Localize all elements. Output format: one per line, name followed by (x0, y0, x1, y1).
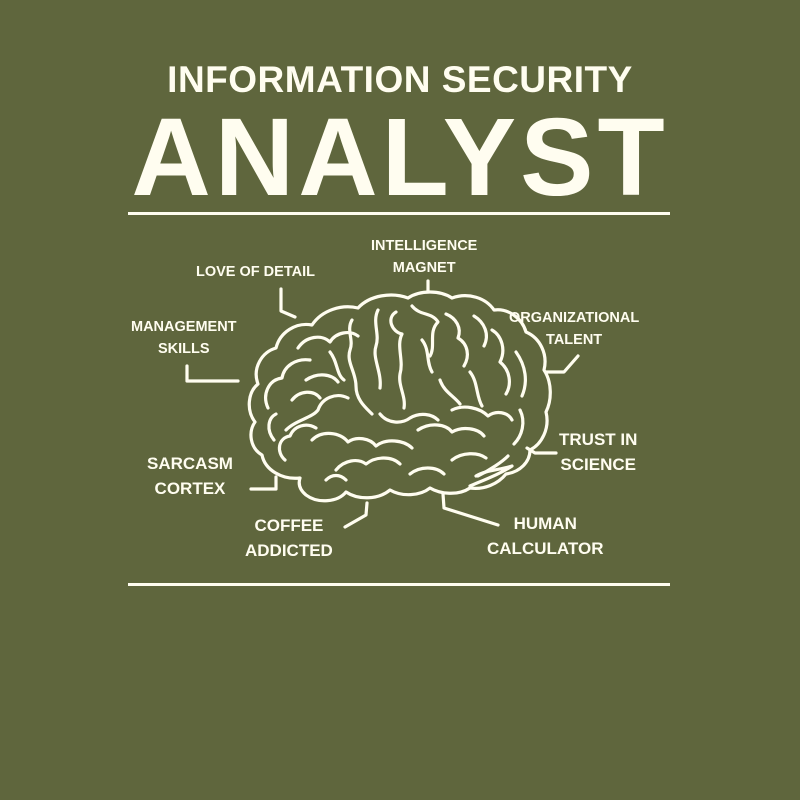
label-sarcasm-cortex: SARCASM CORTEX (147, 454, 233, 498)
page-title: ANALYST (131, 96, 669, 219)
connector-management-skills (185, 364, 240, 383)
label-love-of-detail: LOVE OF DETAIL (196, 264, 315, 280)
label-organizational-talent: ORGANIZATIONAL TALENT (509, 310, 640, 348)
connector-sarcasm-cortex (249, 475, 278, 491)
label-management-skills: MANAGEMENT SKILLS (131, 319, 237, 357)
connector-lines (185, 279, 580, 529)
bottom-divider (128, 583, 670, 586)
label-human-calculator: HUMAN CALCULATOR (487, 514, 604, 558)
subtitle: INFORMATION SECURITY (167, 59, 633, 100)
label-coffee-addicted: COFFEE ADDICTED (245, 516, 333, 560)
connector-organizational-talent (544, 354, 580, 374)
connector-love-of-detail (279, 287, 297, 319)
brain-folds (264, 304, 527, 488)
top-divider (128, 212, 670, 215)
connector-human-calculator (441, 492, 500, 527)
label-intelligence-magnet: INTELLIGENCE MAGNET (371, 238, 478, 276)
label-trust-in-science: TRUST IN SCIENCE (559, 430, 638, 474)
connector-coffee-addicted (343, 501, 369, 529)
brain-outline (247, 290, 552, 503)
